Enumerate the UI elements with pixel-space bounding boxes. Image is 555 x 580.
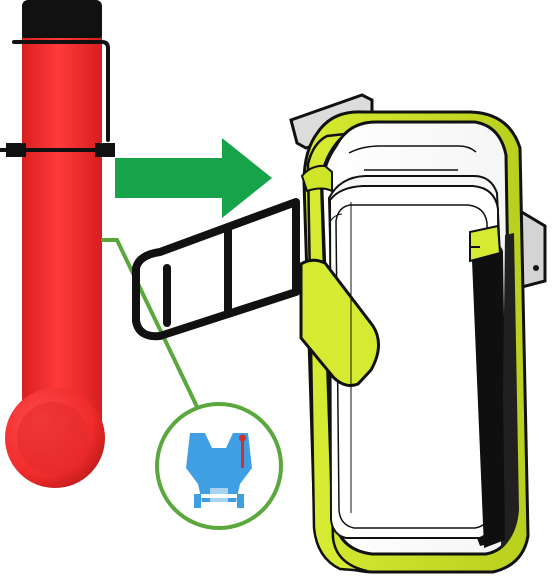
beacon-device-icon [301, 112, 528, 572]
arrow-right-icon [115, 138, 272, 218]
life-vest-icon [157, 404, 281, 528]
thermometer-icon [0, 0, 115, 488]
harness-strap-icon [136, 202, 296, 336]
